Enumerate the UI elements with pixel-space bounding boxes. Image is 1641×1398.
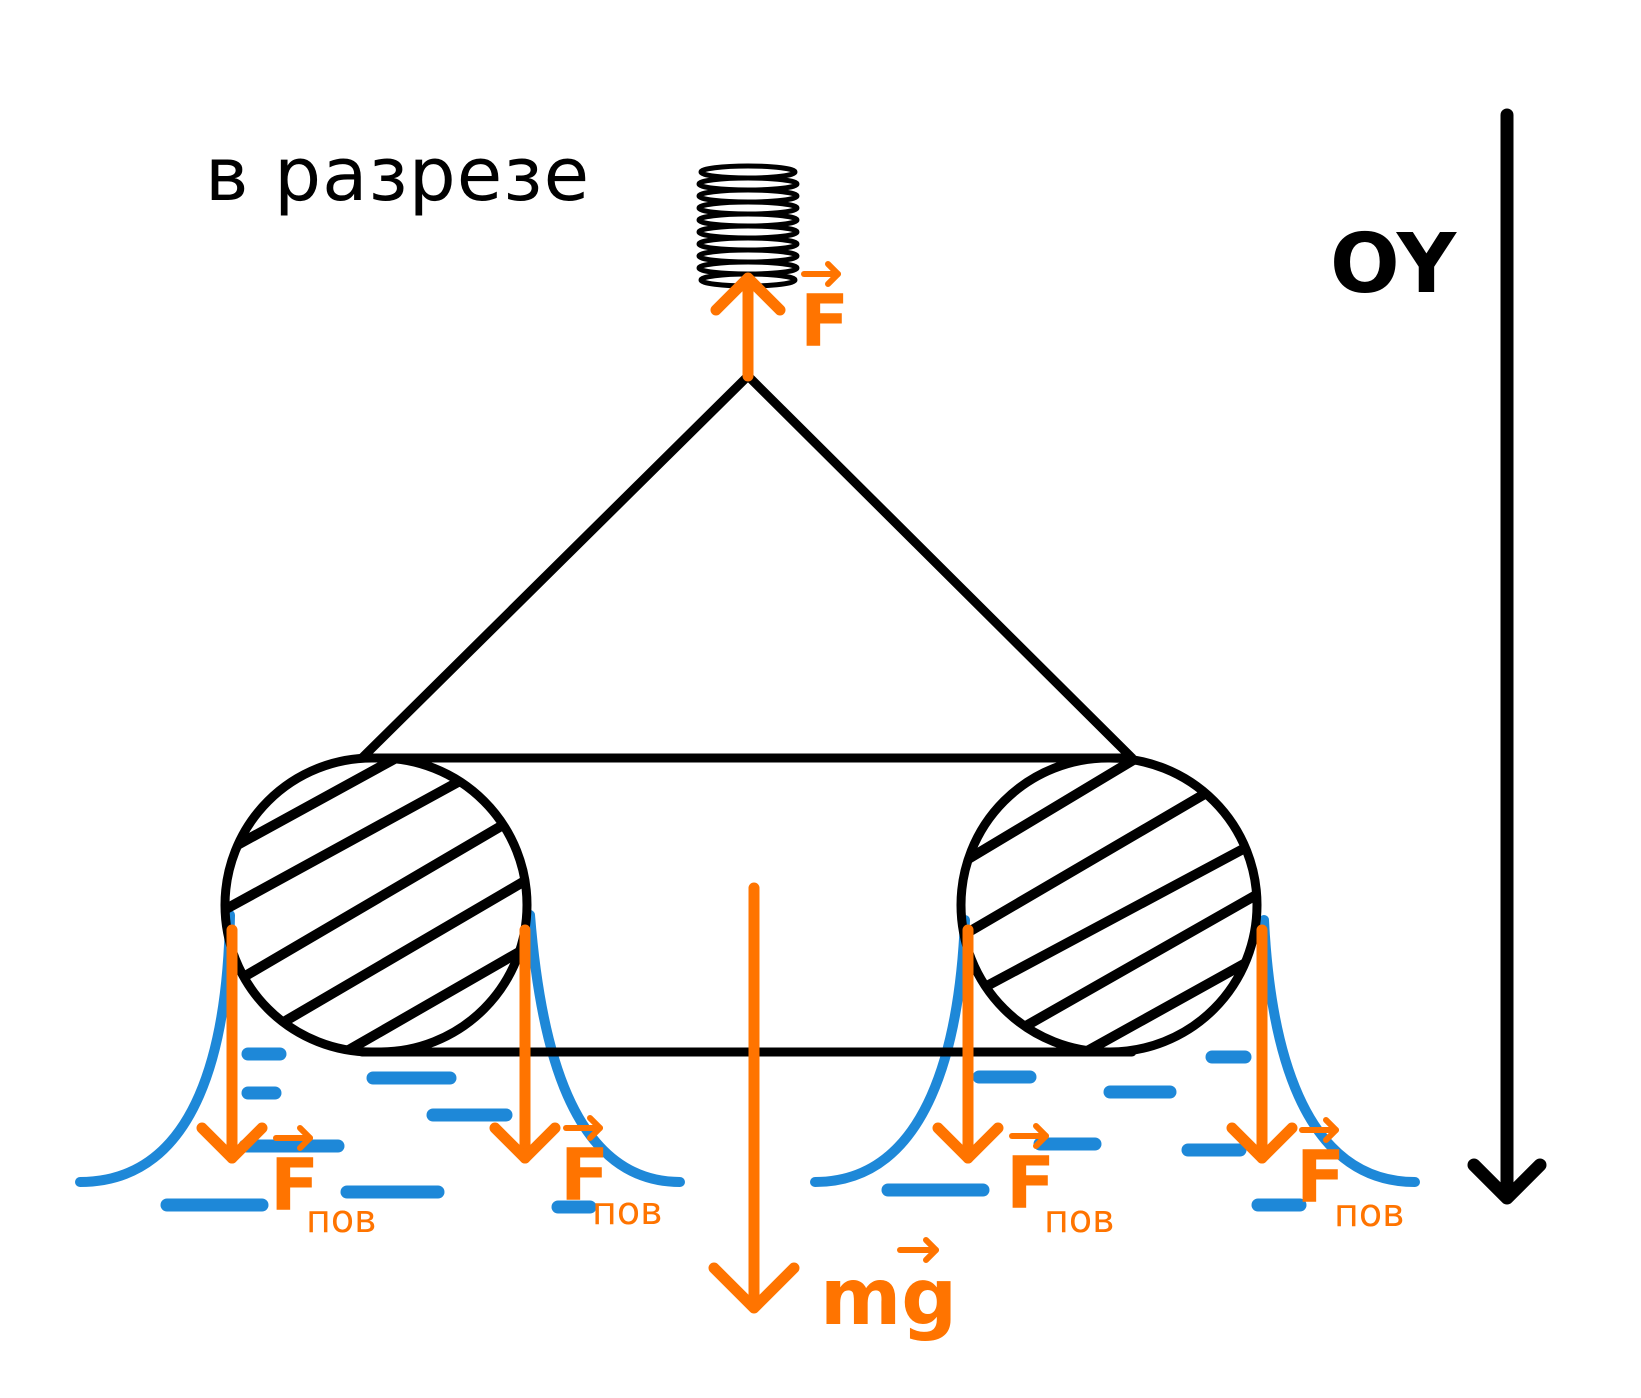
surface-force-subscript-3: пов	[1044, 1197, 1115, 1241]
surface-force-arrow-4	[1226, 924, 1298, 1164]
right-rod	[956, 753, 1262, 1057]
surface-force-subscript-4: пов	[1334, 1191, 1405, 1235]
gravity-label: mg	[820, 1237, 957, 1343]
surface-force-symbol-4: F	[1296, 1135, 1345, 1219]
surface-force-label-3: F пов	[1006, 1123, 1115, 1241]
surface-force-label-2: F пов	[560, 1115, 663, 1233]
spring-force-symbol: F	[800, 279, 849, 363]
suspension-triangle	[357, 371, 1137, 763]
surface-force-symbol-2: F	[560, 1133, 609, 1217]
frame	[357, 753, 1137, 1057]
gravity-symbol: mg	[820, 1253, 957, 1343]
left-rod	[220, 753, 532, 1057]
axis-label: OY	[1330, 217, 1458, 312]
surface-force-subscript-1: пов	[306, 1197, 377, 1241]
spring	[696, 163, 800, 289]
surface-force-arrow-2	[489, 924, 561, 1164]
spring-force-arrow	[710, 272, 786, 382]
caption-title: в разрезе	[205, 132, 591, 218]
surface-force-label-1: F пов	[270, 1125, 377, 1241]
surface-force-arrow-3	[932, 924, 1004, 1164]
surface-force-label-4: F пов	[1296, 1117, 1405, 1235]
surface-force-symbol-3: F	[1006, 1141, 1055, 1225]
surface-force-symbol-1: F	[270, 1143, 319, 1227]
spring-force-label: F	[800, 261, 849, 363]
water-dashes	[160, 1047, 1307, 1214]
gravity-arrow	[708, 882, 800, 1314]
oy-axis	[1467, 108, 1547, 1205]
surface-force-arrow-1	[196, 924, 268, 1164]
surface-force-subscript-2: пов	[592, 1189, 663, 1233]
